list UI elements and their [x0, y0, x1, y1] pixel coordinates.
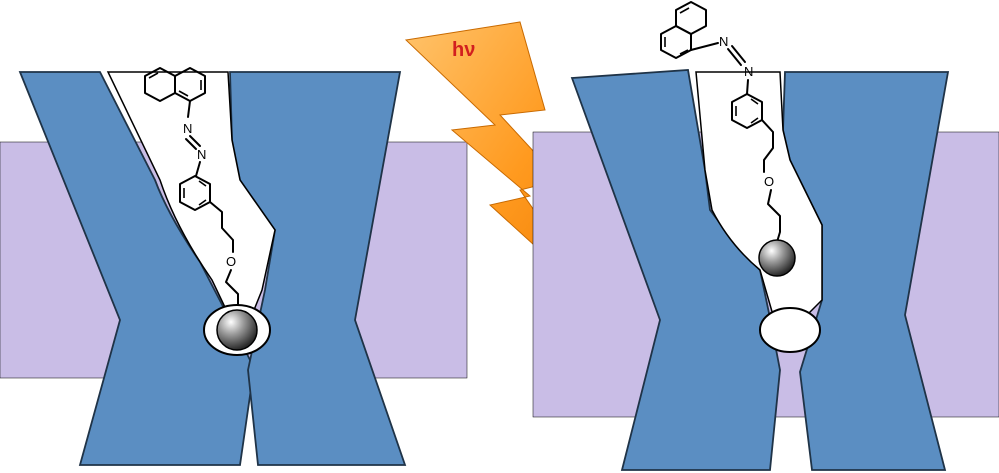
right-panel: N N O — [532, 1, 999, 471]
light-label: hν — [452, 39, 475, 61]
oxygen-label: O — [226, 254, 236, 269]
naphthalene-group-right — [660, 1, 719, 59]
nitrogen-label: N — [197, 147, 206, 162]
azo-group-right: N N — [719, 34, 753, 95]
oxygen-label: O — [764, 174, 774, 189]
pore-cavity-left — [106, 71, 276, 323]
channel-subunit-left-a — [18, 71, 255, 466]
nitrogen-label: N — [183, 121, 192, 136]
tether-chain-right: O — [761, 119, 781, 243]
blocker-ball-right — [758, 239, 796, 277]
blocker-ball-left — [216, 309, 258, 351]
empty-binding-site-right — [759, 307, 821, 353]
naphthalene-group-left — [144, 67, 206, 118]
nitrogen-label: N — [719, 34, 728, 49]
nitrogen-label: N — [744, 64, 753, 79]
azo-group-left: N N — [183, 121, 206, 177]
left-panel: N N O — [0, 67, 468, 466]
